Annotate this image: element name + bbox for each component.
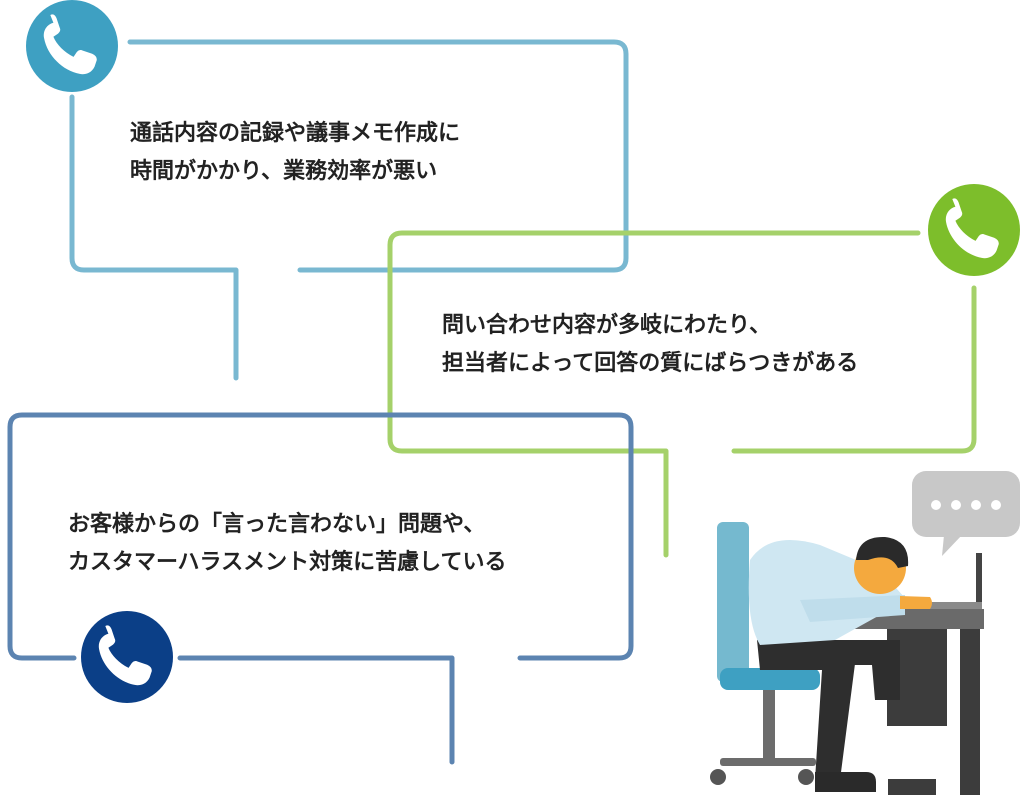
bubble-3: お客様からの「言った言わない」問題や、 カスタマーハラスメント対策に苦慮している [7,412,634,765]
svg-text:通話内容の記録や議事メモ作成に 時間がかかり、業: 通話内容の記録や議事メモ作成に 時間がかかり、業務効率が悪い [130,120,468,184]
bubble-1-frame [69,39,629,381]
bubble-1-phone-icon [26,0,118,92]
tired-worker-at-desk-icon [710,522,984,795]
svg-text:お客様からの「言った言わない」問題や、 カスタマ: お客様からの「言った言わない」問題や、 カスタマーハラスメント対策に苦慮している [68,511,506,575]
bubble-2-line-1: 問い合わせ内容が多岐にわたり、 [442,312,771,338]
bubble-1-line-2: 時間がかかり、業務効率が悪い [130,158,437,184]
bubble-1: 通話内容の記録や議事メモ作成に 時間がかかり、業務効率が悪い [26,0,629,381]
svg-text:問い合わせ内容が多岐にわたり、 担当者によって回: 問い合わせ内容が多岐にわたり、 担当者によって回答の質にばらつきがある [442,312,858,376]
ellipsis-speech-icon [912,471,1020,556]
bubble-1-line-1: 通話内容の記録や議事メモ作成に [130,120,460,146]
bubble-2: 問い合わせ内容が多岐にわたり、 担当者によって回答の質にばらつきがある [387,184,1020,558]
legs [757,640,900,792]
chair [710,522,820,785]
bubble-3-phone-icon [81,611,173,703]
bubble-2-line-2: 担当者によって回答の質にばらつきがある [442,350,858,376]
desk [838,609,984,795]
bubble-2-frame [387,230,977,558]
bubble-3-line-1: お客様からの「言った言わない」問題や、 [68,511,485,537]
bubble-2-phone-icon [928,184,1020,276]
head [854,536,932,609]
bubble-3-frame [7,412,634,765]
bubble-3-line-2: カスタマーハラスメント対策に苦慮している [68,549,506,575]
laptop [920,553,982,609]
